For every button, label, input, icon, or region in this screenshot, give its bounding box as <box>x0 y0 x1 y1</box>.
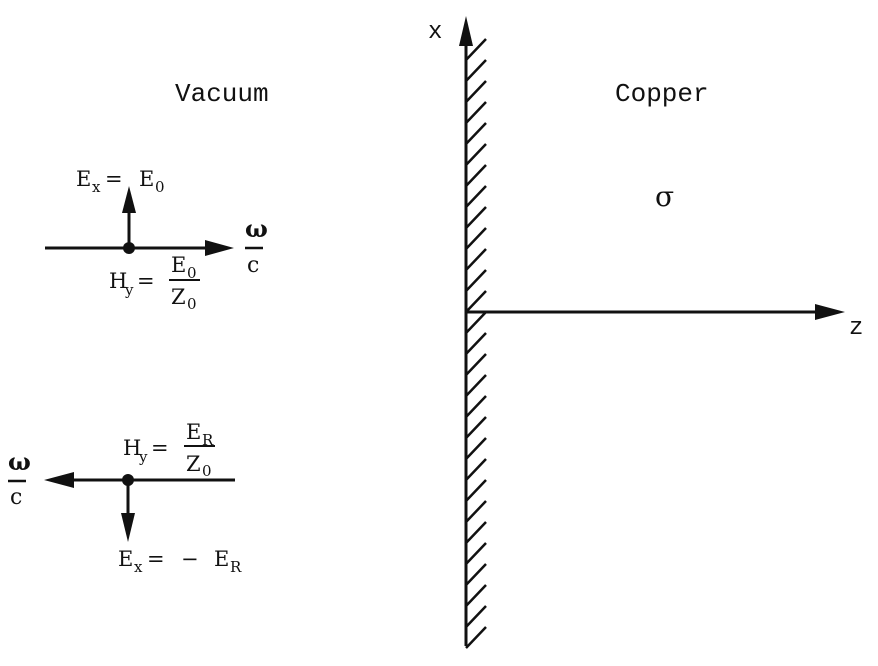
hatch-mark <box>465 416 487 439</box>
incident-wave: E x = E 0 H y = E 0 Z 0 ω c <box>45 167 268 313</box>
reflected-e-rhs-sub: R <box>230 558 242 576</box>
incident-e-field-arrowhead <box>122 186 136 213</box>
reflected-propagation-arrowhead <box>44 472 74 488</box>
incident-e-base: E <box>76 167 91 191</box>
reflected-h-eq: = <box>151 436 169 460</box>
reflected-wavevector-label: ω c <box>8 447 31 510</box>
hatch-mark <box>465 437 487 460</box>
reflected-e-eq: = <box>147 547 165 571</box>
hatch-mark <box>465 143 487 166</box>
z-axis-arrowhead <box>815 304 845 320</box>
x-axis-label: x <box>428 19 442 46</box>
reflected-c: c <box>10 485 22 510</box>
incident-c: c <box>247 253 259 278</box>
conductivity-symbol: σ <box>655 180 674 213</box>
reflected-wave: H y = E R Z 0 E x = − E R ω c <box>8 420 242 576</box>
reflected-h-num-sub: R <box>202 431 214 449</box>
x-axis-arrowhead <box>459 16 473 46</box>
hatch-mark <box>465 374 487 397</box>
copper-label: Copper <box>615 79 709 109</box>
hatch-mark <box>465 332 487 355</box>
vacuum-label: Vacuum <box>175 79 269 109</box>
reflected-omega: ω <box>8 447 31 476</box>
incident-e-rhs-base: E <box>139 167 154 191</box>
hatch-mark <box>465 59 487 82</box>
hatch-mark <box>465 290 487 313</box>
hatch-mark <box>465 122 487 145</box>
incident-h-field-dot <box>123 242 135 254</box>
reflected-h-field-label: H y = E R Z 0 <box>123 420 215 480</box>
hatch-mark <box>465 563 487 586</box>
hatch-mark <box>465 227 487 250</box>
conductor-boundary <box>464 38 487 649</box>
hatch-mark <box>465 164 487 187</box>
incident-h-sub: y <box>124 281 134 299</box>
z-axis: z <box>466 304 863 342</box>
hatch-mark <box>465 521 487 544</box>
hatch-mark <box>465 605 487 628</box>
hatch-mark <box>465 101 487 124</box>
reflected-e-base: E <box>118 547 133 571</box>
reflected-h-sub: y <box>138 448 148 466</box>
hatch-mark <box>465 458 487 481</box>
incident-h-den-base: Z <box>171 285 186 309</box>
incident-e-sub: x <box>92 178 101 196</box>
incident-h-base: H <box>109 269 127 293</box>
incident-omega: ω <box>245 214 268 243</box>
hatch-mark <box>465 626 487 649</box>
hatch-mark <box>465 500 487 523</box>
hatch-mark <box>465 269 487 292</box>
hatch-mark <box>465 479 487 502</box>
incident-h-den-sub: 0 <box>187 295 197 313</box>
reflected-h-field-dot <box>122 474 134 486</box>
hatch-mark <box>465 395 487 418</box>
reflected-e-sign: − <box>181 547 199 571</box>
hatch-mark <box>465 542 487 565</box>
incident-h-field-label: H y = E 0 Z 0 <box>109 253 200 313</box>
hatch-mark <box>465 248 487 271</box>
incident-e-field-label: E x = E 0 <box>76 167 165 196</box>
incident-h-num-base: E <box>171 253 186 277</box>
incident-e-eq: = <box>105 167 123 191</box>
reflected-e-field-arrowhead <box>121 513 135 542</box>
hatch-mark <box>465 353 487 376</box>
incident-wavevector-label: ω c <box>245 214 268 278</box>
hatch-mark <box>465 38 487 61</box>
hatch-mark <box>465 311 487 334</box>
reflected-e-sub: x <box>134 558 143 576</box>
hatch-mark <box>465 80 487 103</box>
reflected-e-rhs-base: E <box>214 547 229 571</box>
reflected-h-den-base: Z <box>186 452 201 476</box>
boundary-hatching <box>465 38 487 649</box>
hatch-mark <box>465 584 487 607</box>
z-axis-label: z <box>849 315 863 342</box>
incident-e-rhs-sub: 0 <box>155 178 165 196</box>
incident-propagation-arrowhead <box>205 240 234 256</box>
reflected-h-num-base: E <box>186 420 201 444</box>
incident-h-eq: = <box>137 269 155 293</box>
reflected-h-den-sub: 0 <box>202 462 212 480</box>
hatch-mark <box>465 185 487 208</box>
incident-h-num-sub: 0 <box>187 264 197 282</box>
hatch-mark <box>465 206 487 229</box>
reflected-h-base: H <box>123 436 141 460</box>
reflected-e-field-label: E x = − E R <box>118 547 242 576</box>
